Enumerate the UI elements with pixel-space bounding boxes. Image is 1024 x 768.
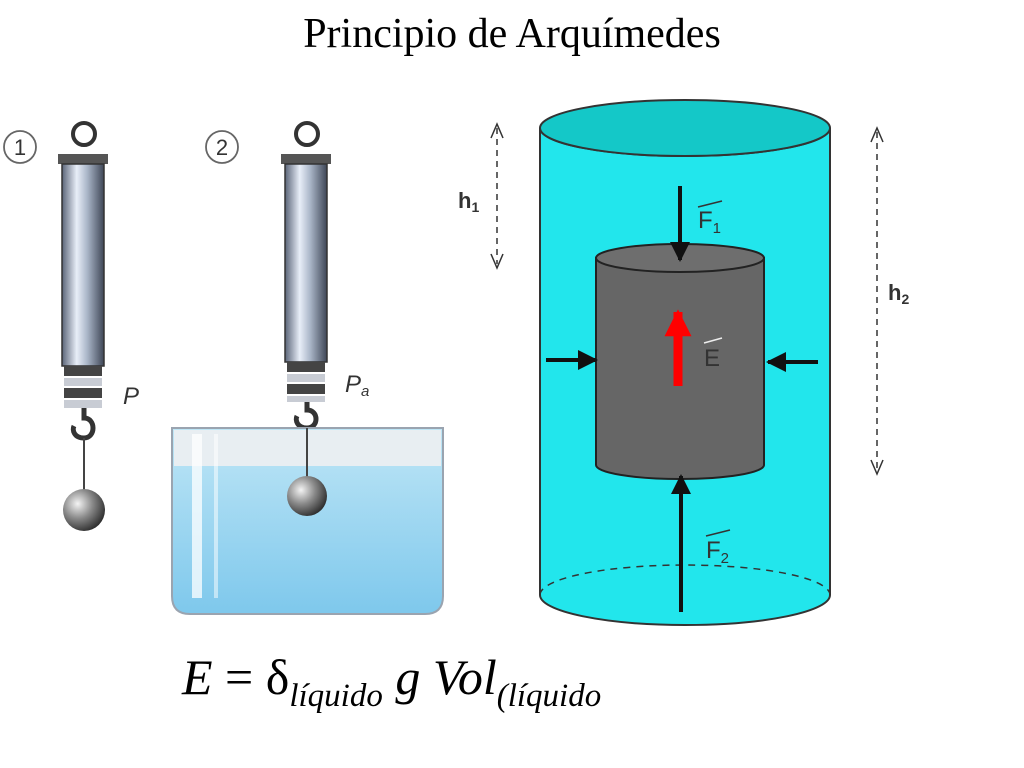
metal-ball (63, 489, 105, 531)
vector-bar-f2 (705, 529, 731, 537)
glass-highlight (214, 434, 218, 598)
spring-scale-stripe (64, 366, 102, 376)
fluid-column: F1 F2 E (539, 99, 831, 626)
weight-label-pa: Pa (345, 371, 369, 400)
formula-lhs: E (182, 649, 213, 705)
depth-h2: h2 (870, 126, 909, 476)
step-2-circle (205, 130, 239, 164)
metal-ball (287, 476, 327, 516)
step-2-label: 2 (216, 135, 228, 160)
spring-scale-cap (281, 154, 331, 164)
spring-scale-ring (294, 121, 320, 147)
h2-arrow-bottom (870, 459, 884, 476)
vector-bar-f1 (697, 200, 723, 208)
h1-arrow-top (490, 122, 504, 139)
spring-scale-stripe (287, 396, 325, 402)
force-f2-label: F2 (706, 537, 729, 567)
buoyancy-label: E (704, 345, 720, 372)
page-title: Principio de Arquímedes (303, 11, 721, 57)
formula-delta: δ (265, 649, 290, 705)
step-1-label: 1 (14, 135, 26, 160)
spring-scale-ring (71, 121, 97, 147)
step-1-circle (3, 130, 37, 164)
formula-g: g (395, 649, 421, 705)
h1-arrow-bottom (490, 253, 504, 270)
spring-scale-stripe (64, 388, 102, 398)
dynamometer-air: 1 P (3, 121, 139, 531)
spring-scale-tube (61, 163, 105, 367)
spring-scale-stripe (287, 374, 325, 382)
force-f1-label: F1 (698, 207, 721, 237)
spring-scale-stripe (64, 378, 102, 386)
formula-vol: Vol (432, 649, 497, 705)
h2-arrow-top (870, 126, 884, 143)
h1-label: h1 (458, 188, 479, 215)
formula-delta-subscript: líquido (289, 678, 383, 714)
h2-label: h2 (888, 280, 909, 307)
spring-scale-stripe (287, 384, 325, 394)
glass-highlight (192, 434, 202, 598)
formula-vol-subscript: (líquido (496, 678, 602, 714)
spring-scale-cap (58, 154, 108, 164)
buoyancy-formula: E = δlíquido g Vol(líquido (182, 648, 601, 714)
spring-scale-stripe (64, 400, 102, 408)
formula-equals: = (225, 649, 254, 705)
fluid-cylinder-top (539, 99, 831, 157)
hook-icon (293, 402, 319, 431)
depth-h1: h1 (458, 122, 504, 270)
dynamometer-water: 2 Pa (171, 121, 444, 615)
weight-label-p: P (123, 383, 139, 410)
hook-icon (70, 408, 96, 441)
water-container (171, 427, 444, 615)
spring-scale-stripe (287, 362, 325, 372)
spring-scale-tube (284, 163, 328, 363)
vector-bar-e (703, 337, 723, 344)
